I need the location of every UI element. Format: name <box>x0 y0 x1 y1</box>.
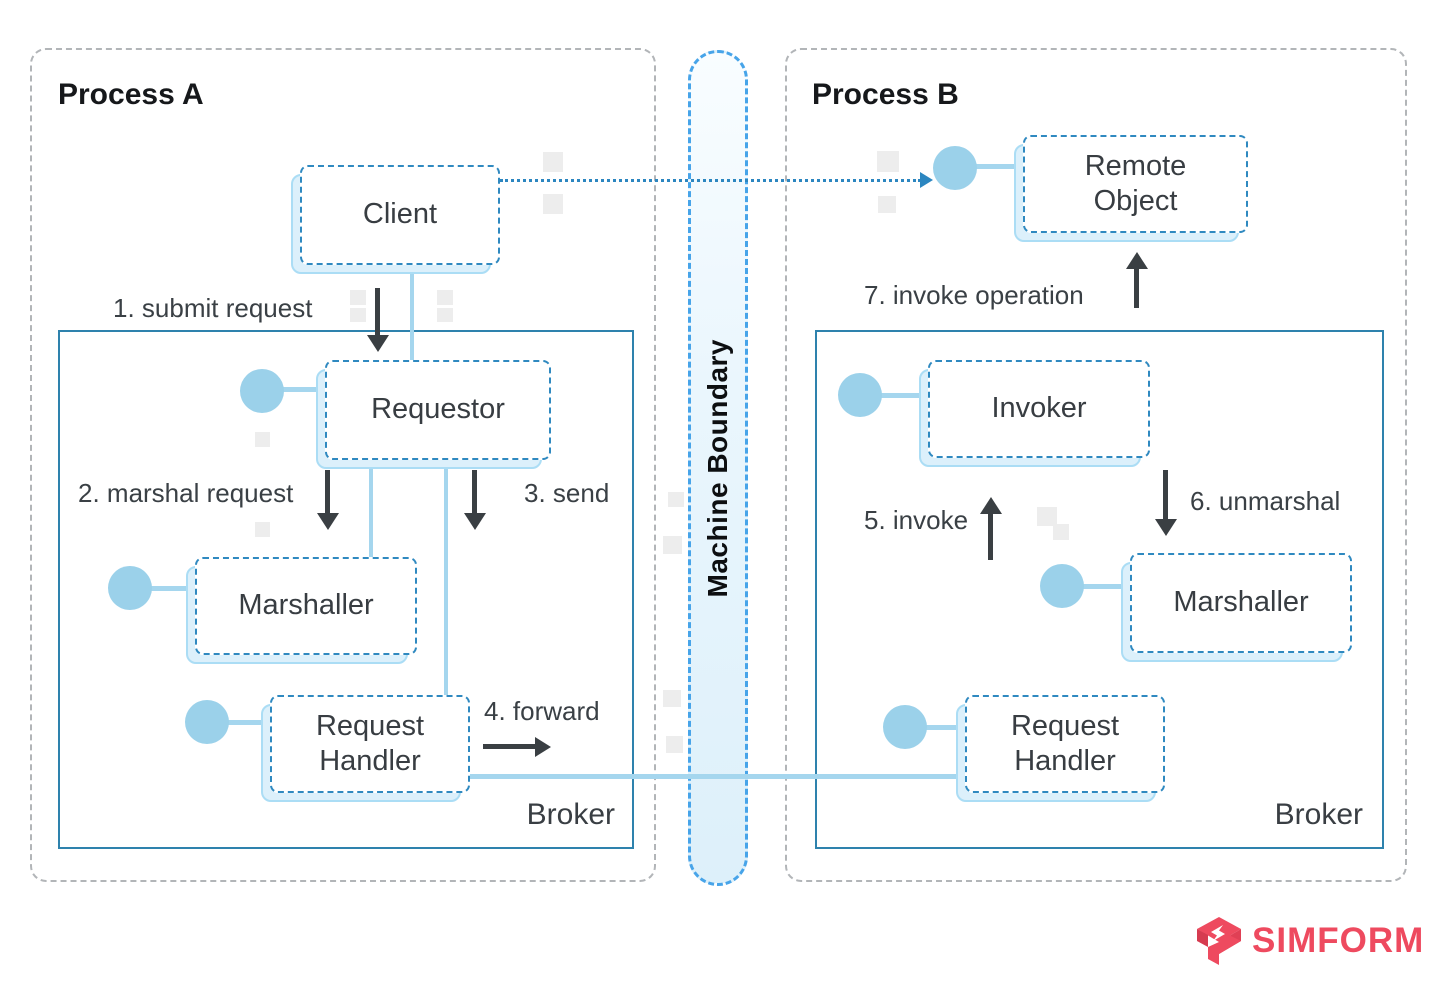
pixel-decoration <box>878 196 896 213</box>
process-a-container <box>30 48 656 882</box>
step-1-label: 1. submit request <box>113 293 313 323</box>
node-request-handler-b-label: Request Handler <box>1010 709 1119 777</box>
pixel-decoration <box>350 290 366 305</box>
edge-requestor-request-handler <box>444 460 448 695</box>
pixel-decoration <box>350 308 366 322</box>
pixel-decoration <box>663 690 681 707</box>
step-4-label: 4. forward <box>484 696 600 726</box>
node-marshaller-b: Marshaller <box>1121 553 1352 662</box>
pixel-decoration <box>663 536 682 554</box>
broker-a-label: Broker <box>526 798 615 831</box>
node-invoker: Invoker <box>919 360 1150 467</box>
pixel-decoration <box>666 736 683 753</box>
dotted-remote-link <box>500 179 921 182</box>
arrow-down-icon <box>464 470 486 530</box>
stub-request-handler-a <box>207 720 270 725</box>
pixel-decoration <box>255 432 270 447</box>
stub-invoker <box>860 393 928 398</box>
pixel-decoration <box>437 308 453 322</box>
step-7-label: 7. invoke operation <box>864 280 1084 310</box>
arrow-right-icon <box>483 737 551 757</box>
interface-circle-requestor <box>240 369 284 413</box>
pixel-decoration <box>543 194 563 214</box>
interface-circle-remote-object <box>933 146 977 190</box>
pixel-decoration <box>437 290 453 305</box>
pixel-decoration <box>543 152 563 172</box>
edge-request-handler-a-b <box>470 774 965 779</box>
node-client-label: Client <box>362 198 438 231</box>
step-3-label: 3. send <box>524 478 610 508</box>
interface-circle-invoker <box>838 373 882 417</box>
node-marshaller-a: Marshaller <box>186 557 417 664</box>
arrow-down-icon <box>1155 470 1177 536</box>
broker-b-label: Broker <box>1274 798 1363 831</box>
pixel-decoration <box>255 522 270 537</box>
stub-marshaller-b <box>1062 584 1130 589</box>
step-2-label: 2. marshal request <box>78 478 294 508</box>
stub-requestor <box>262 387 325 392</box>
arrow-down-icon <box>317 470 339 530</box>
node-requestor-label: Requestor <box>371 393 505 426</box>
node-client: Client <box>291 165 500 274</box>
stub-request-handler-b <box>905 725 965 730</box>
node-remote-object: Remote Object <box>1014 135 1248 242</box>
broker-b-box <box>815 330 1384 849</box>
node-requestor: Requestor <box>316 360 551 469</box>
dotted-remote-link-arrowhead-icon <box>920 172 933 188</box>
machine-boundary: Machine Boundary <box>688 50 748 886</box>
broker-a-box <box>58 330 634 849</box>
pixel-decoration <box>1037 507 1057 526</box>
interface-circle-request-handler-b <box>883 705 927 749</box>
step-5-label: 5. invoke <box>864 505 969 535</box>
simform-logo-icon <box>1197 917 1241 965</box>
arrow-down-icon <box>367 288 389 352</box>
process-b-container <box>785 48 1407 882</box>
interface-circle-marshaller-b <box>1040 564 1084 608</box>
node-remote-object-label: Remote Object <box>1084 149 1187 217</box>
step-6-label: 6. unmarshal <box>1190 486 1341 516</box>
process-b-title: Process B <box>812 78 959 111</box>
arrow-up-icon <box>980 497 1002 560</box>
machine-boundary-label: Machine Boundary <box>702 338 733 598</box>
pixel-decoration <box>668 492 684 507</box>
node-request-handler-a-label: Request Handler <box>315 709 424 777</box>
pixel-decoration <box>1053 524 1069 540</box>
pixel-decoration <box>877 151 899 172</box>
interface-circle-request-handler-a <box>185 700 229 744</box>
interface-circle-marshaller-a <box>108 566 152 610</box>
simform-logo: SIMFORM <box>1196 916 1424 966</box>
edge-requestor-marshaller <box>369 460 373 557</box>
arrow-up-icon <box>1126 252 1148 308</box>
stub-marshaller-a <box>130 586 195 591</box>
node-request-handler-a: Request Handler <box>261 695 470 802</box>
stub-remote-object <box>955 164 1023 169</box>
node-invoker-label: Invoker <box>991 392 1087 425</box>
process-a-title: Process A <box>58 78 204 111</box>
simform-logo-text: SIMFORM <box>1252 921 1425 960</box>
edge-client-requestor <box>410 265 414 360</box>
node-marshaller-a-label: Marshaller <box>238 589 374 622</box>
node-marshaller-b-label: Marshaller <box>1173 586 1309 619</box>
node-request-handler-b: Request Handler <box>956 695 1165 802</box>
